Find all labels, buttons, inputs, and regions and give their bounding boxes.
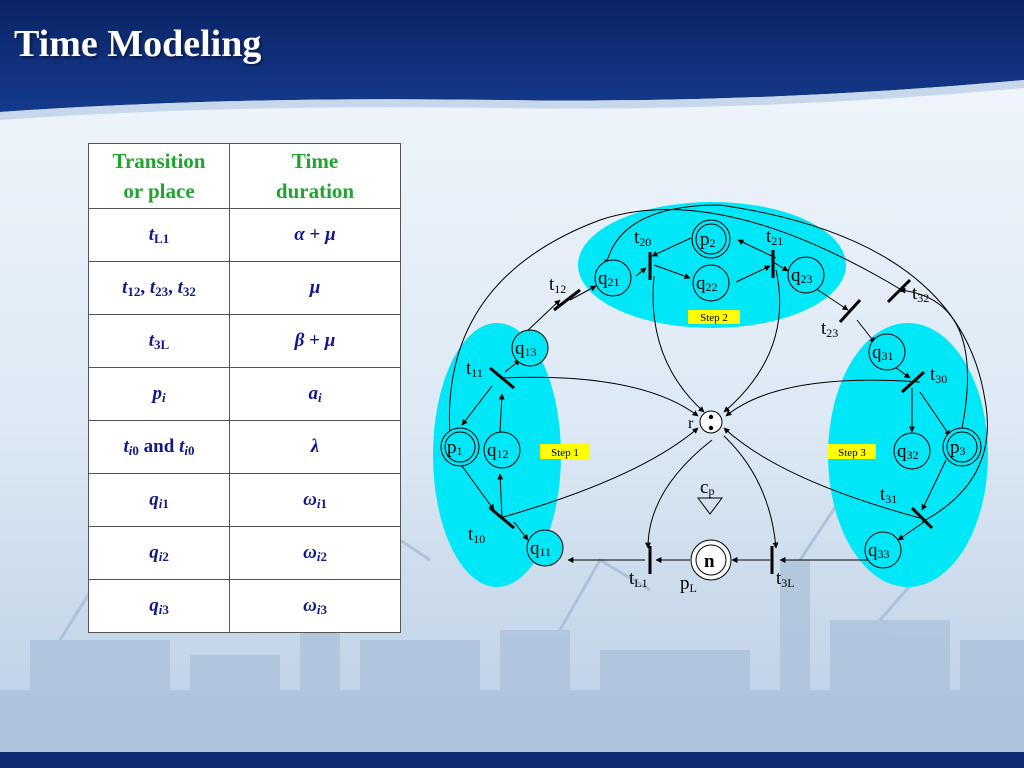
label-p1: p1 [447, 437, 463, 458]
cell-omega-i3: ωi3 [229, 579, 401, 633]
label-q13: q13 [515, 338, 537, 359]
place-q13 [511, 329, 549, 367]
label-p2: p2 [700, 229, 716, 250]
place-p3-inner [946, 431, 978, 463]
label-t11: t11 [466, 358, 483, 380]
step1-label-box [540, 444, 590, 459]
table-row: ti0 and ti0 λ [88, 420, 401, 474]
port-scenery [0, 560, 1024, 768]
table-row: qi1 ωi1 [88, 473, 401, 527]
label-q22: q22 [696, 273, 718, 294]
cell-lambda: λ [229, 420, 401, 474]
label-q23: q23 [791, 265, 813, 286]
capacity-triangle [697, 497, 723, 515]
step1-label: Step 1 [551, 447, 579, 459]
label-t12: t12 [549, 274, 566, 296]
place-q33 [864, 531, 902, 569]
table-row: tL1 α + μ [88, 208, 401, 262]
bar-t32 [886, 278, 912, 304]
arcs [448, 204, 988, 563]
cell-omega-i2: ωi2 [229, 526, 401, 580]
cell-qi1: qi1 [88, 473, 230, 527]
step3-label: Step 3 [838, 447, 866, 459]
table-row: qi3 ωi3 [88, 579, 401, 633]
label-t30: t30 [930, 364, 947, 386]
step2-label: Step 2 [700, 312, 728, 324]
table-row: pi ai [88, 367, 401, 421]
cell-qi2: qi2 [88, 526, 230, 580]
label-cp: cp [700, 477, 714, 498]
bar-t23 [838, 298, 862, 324]
place-q12 [483, 431, 521, 469]
label-q33: q33 [868, 540, 890, 561]
place-q31 [868, 333, 906, 371]
label-q32: q32 [897, 441, 919, 462]
table-row: qi2 ωi2 [88, 526, 401, 580]
label-r: r [688, 415, 694, 432]
bar-t11 [489, 366, 515, 390]
place-pL-inner [695, 544, 727, 576]
label-t3L: t3L [776, 568, 795, 590]
bar-t12 [553, 288, 581, 312]
label-q31: q31 [872, 342, 894, 363]
cell-tL1: tL1 [88, 208, 230, 262]
cell-alpha-plus-mu: α + μ [229, 208, 401, 262]
bar-t10 [489, 506, 515, 530]
place-q11 [526, 529, 564, 567]
step3-label-box [828, 444, 876, 459]
place-p2-inner [695, 223, 727, 255]
cell-ti0-and-ti0: ti0 and ti0 [88, 420, 230, 474]
label-n: n [704, 551, 715, 572]
label-p3: p3 [950, 437, 966, 458]
place-r [699, 410, 723, 434]
token [708, 414, 714, 420]
label-t20: t20 [634, 227, 651, 249]
table-row: t12, t23, t32 μ [88, 261, 401, 315]
label-t32: t32 [912, 283, 929, 305]
place-q32 [893, 432, 931, 470]
place-p1-inner [444, 431, 476, 463]
label-t10: t10 [468, 524, 485, 546]
cell-t12-t23-t32: t12, t23, t32 [88, 261, 230, 315]
label-tL1: tL1 [629, 568, 648, 590]
bar-t31 [910, 506, 934, 530]
label-t23: t23 [821, 318, 838, 340]
label-t31: t31 [880, 484, 897, 506]
footer-band [0, 752, 1024, 768]
place-q22 [692, 264, 730, 302]
cell-ai: ai [229, 367, 401, 421]
cell-t3L: t3L [88, 314, 230, 368]
label-q11: q11 [530, 538, 551, 559]
table-row: t3L β + μ [88, 314, 401, 368]
cell-omega-i1: ωi1 [229, 473, 401, 527]
bar-t30 [900, 370, 926, 394]
place-q23 [787, 256, 825, 294]
step2-label-box [688, 310, 740, 324]
slide-title: Time Modeling [14, 23, 262, 65]
token [708, 425, 714, 431]
transition-bars [489, 250, 934, 574]
label-q12: q12 [487, 440, 509, 461]
places [440, 219, 982, 569]
label-q21: q21 [598, 268, 620, 289]
header-band [0, 0, 1024, 112]
label-t21: t21 [766, 226, 783, 248]
place-q21 [594, 259, 632, 297]
label-pL: pL [680, 573, 697, 595]
